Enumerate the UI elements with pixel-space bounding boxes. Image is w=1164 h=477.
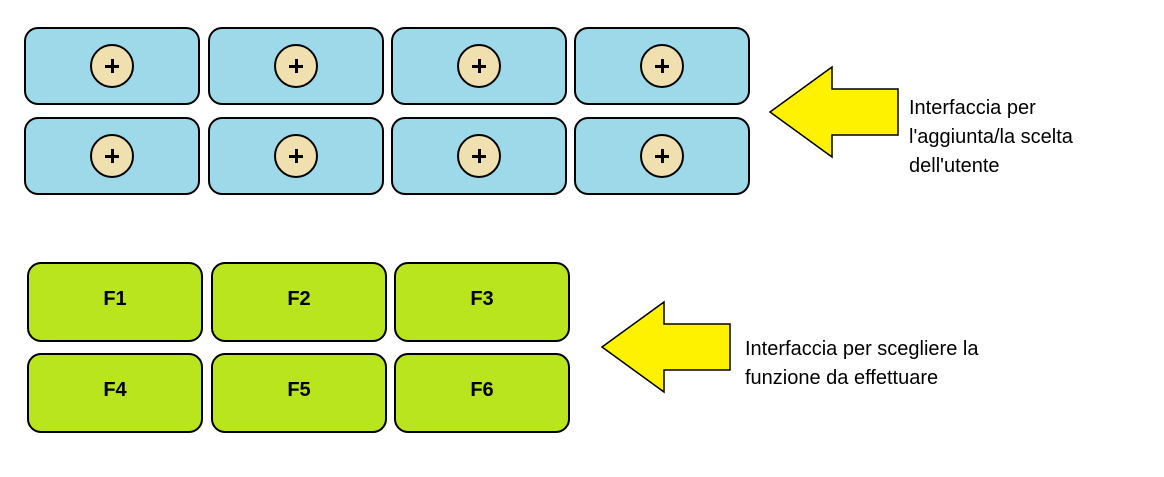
user-interface-caption: Interfaccia per l'aggiunta/la scelta del…	[909, 94, 1073, 181]
caption-line: l'aggiunta/la scelta	[909, 126, 1073, 148]
user-slot-1[interactable]	[24, 27, 200, 105]
function-label: F5	[287, 379, 311, 401]
function-label: F4	[103, 379, 127, 401]
function-button-f5[interactable]: F5	[211, 353, 387, 433]
user-slot-6[interactable]	[208, 117, 384, 195]
plus-icon[interactable]	[274, 44, 318, 88]
function-label: F6	[470, 379, 494, 401]
arrow-left-icon	[768, 65, 899, 159]
user-slot-5[interactable]	[24, 117, 200, 195]
caption-line: Interfaccia per scegliere la	[745, 338, 979, 360]
caption-line: dell'utente	[909, 155, 1000, 177]
function-label: F3	[470, 288, 494, 310]
user-slot-8[interactable]	[574, 117, 750, 195]
user-slot-3[interactable]	[391, 27, 567, 105]
function-button-f6[interactable]: F6	[394, 353, 570, 433]
plus-icon[interactable]	[90, 134, 134, 178]
plus-icon[interactable]	[640, 44, 684, 88]
function-button-f2[interactable]: F2	[211, 262, 387, 342]
caption-line: funzione da effettuare	[745, 367, 939, 389]
user-slot-2[interactable]	[208, 27, 384, 105]
caption-line: Interfaccia per	[909, 97, 1036, 119]
function-label: F2	[287, 288, 311, 310]
user-slot-4[interactable]	[574, 27, 750, 105]
function-label: F1	[103, 288, 127, 310]
function-button-f3[interactable]: F3	[394, 262, 570, 342]
plus-icon[interactable]	[274, 134, 318, 178]
arrow-left-icon	[600, 300, 731, 394]
function-button-f1[interactable]: F1	[27, 262, 203, 342]
function-button-f4[interactable]: F4	[27, 353, 203, 433]
plus-icon[interactable]	[457, 44, 501, 88]
plus-icon[interactable]	[90, 44, 134, 88]
user-slot-7[interactable]	[391, 117, 567, 195]
plus-icon[interactable]	[640, 134, 684, 178]
plus-icon[interactable]	[457, 134, 501, 178]
function-interface-caption: Interfaccia per scegliere la funzione da…	[745, 335, 978, 393]
